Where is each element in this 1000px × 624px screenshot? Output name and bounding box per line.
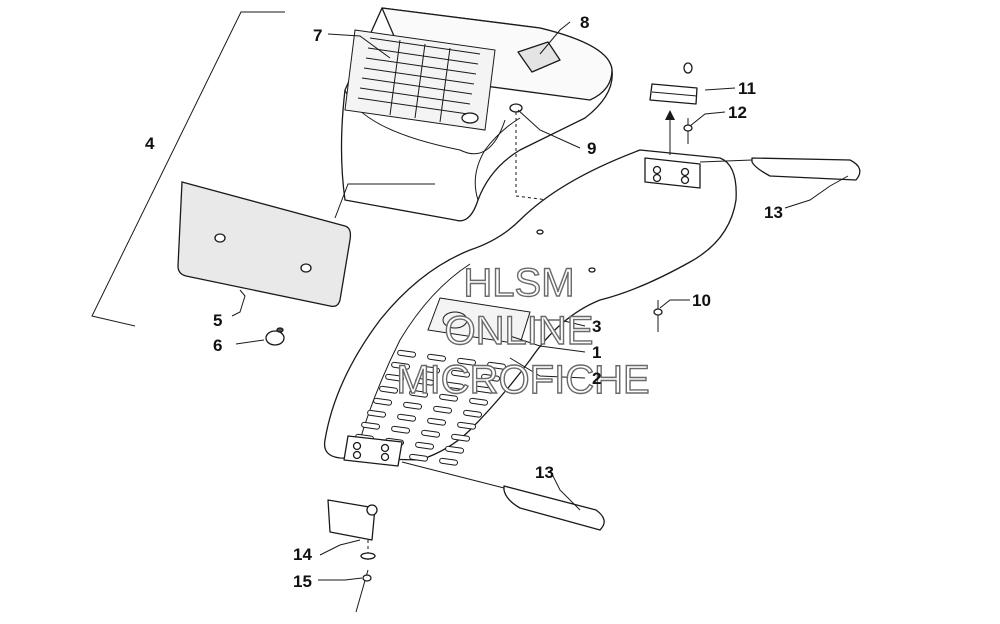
hinge-bracket-part <box>327 499 378 560</box>
vent-slot <box>457 421 477 430</box>
vent-slot <box>373 397 393 406</box>
vent-slot <box>415 377 435 386</box>
vent-slot <box>403 401 423 410</box>
vent-slot <box>415 441 435 450</box>
rivet-part-10 <box>653 300 663 332</box>
callout-13-rear: 13 <box>764 203 783 222</box>
watermark-line2: ONLINE <box>445 309 594 353</box>
vent-slot <box>397 349 417 358</box>
rivet-part-15 <box>355 552 376 613</box>
hinge-pin-rear-part <box>699 157 861 181</box>
vent-slot <box>469 397 489 406</box>
hinge-pin-front-part <box>401 461 605 531</box>
vent-slot <box>385 373 405 382</box>
vent-slot <box>427 353 447 362</box>
vent-slot <box>409 389 429 398</box>
vent-slot <box>445 381 465 390</box>
vent-slot <box>457 357 477 366</box>
vent-slot <box>439 393 459 402</box>
callout-1: 1 <box>592 343 601 362</box>
callout-10: 10 <box>692 291 711 310</box>
vent-slot <box>475 385 495 394</box>
vent-slot <box>451 369 471 378</box>
callout-8: 8 <box>580 13 589 32</box>
vent-slot <box>421 429 441 438</box>
callout-5: 5 <box>213 311 222 330</box>
vent-slot <box>487 361 507 370</box>
callout-3: 3 <box>592 317 601 336</box>
watermark-line3: MICROFICHE <box>396 358 649 402</box>
callout-13-front: 13 <box>535 463 554 482</box>
callout-4: 4 <box>145 134 155 153</box>
callout-9: 9 <box>587 139 596 158</box>
vent-slot <box>379 385 399 394</box>
latch-bracket-part <box>649 62 698 105</box>
clip-part <box>509 103 523 113</box>
vent-slot <box>451 433 471 442</box>
vent-slot <box>427 417 447 426</box>
vent-slot <box>409 453 429 462</box>
vent-slot <box>463 409 483 418</box>
callout-7: 7 <box>313 26 322 45</box>
front-hinge-plate <box>343 435 403 467</box>
watermark-line1: HLSM <box>463 261 574 305</box>
callout-6: 6 <box>213 336 222 355</box>
vent-slot <box>481 373 501 382</box>
fastener-part <box>265 327 285 346</box>
watermark: HLSM ONLINE MICROFICHE <box>396 260 651 402</box>
vent-slot <box>421 365 441 374</box>
vent-slot <box>361 421 381 430</box>
vent-slot <box>391 425 411 434</box>
rear-hinge-plate <box>644 157 701 189</box>
foam-pad-part <box>177 181 352 308</box>
rivet-part <box>683 118 693 144</box>
vent-slot <box>391 361 411 370</box>
callout-15: 15 <box>293 572 312 591</box>
vent-slot <box>445 445 465 454</box>
callout-14: 14 <box>293 545 312 564</box>
vent-slot <box>439 457 459 466</box>
tag-part <box>517 41 561 73</box>
callout-2: 2 <box>592 369 601 388</box>
assembly-bracket <box>91 11 285 327</box>
vent-slot <box>367 409 387 418</box>
callout-12: 12 <box>728 103 747 122</box>
vent-slot <box>397 413 417 422</box>
arrow-up-icon <box>665 110 675 155</box>
callout-11: 11 <box>738 79 756 98</box>
vent-slot <box>433 405 453 414</box>
